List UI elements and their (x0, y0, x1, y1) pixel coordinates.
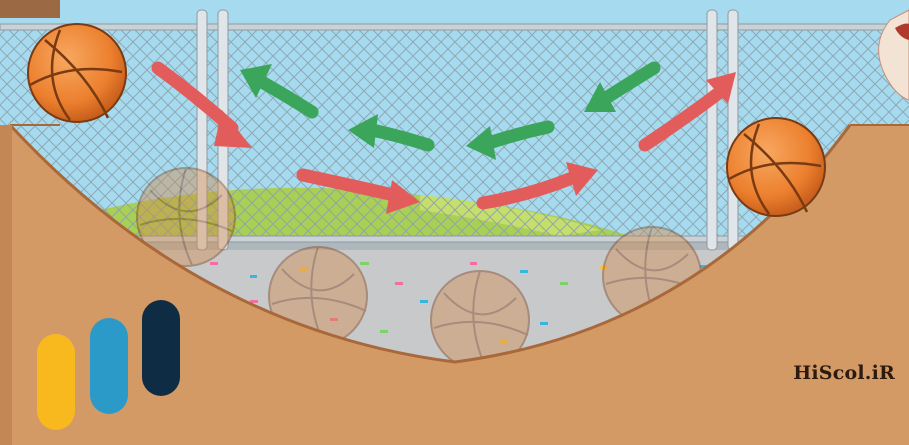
logo-bar-navy (142, 300, 180, 396)
logo-bar-blue (90, 318, 128, 414)
basketball-icon (28, 24, 126, 122)
basketball-icon (727, 118, 825, 216)
watermark-text: HiScol.iR (793, 362, 895, 384)
tree-trunk (0, 0, 60, 18)
fence-top-rail (0, 24, 909, 30)
logo-bar-yellow (37, 334, 75, 430)
